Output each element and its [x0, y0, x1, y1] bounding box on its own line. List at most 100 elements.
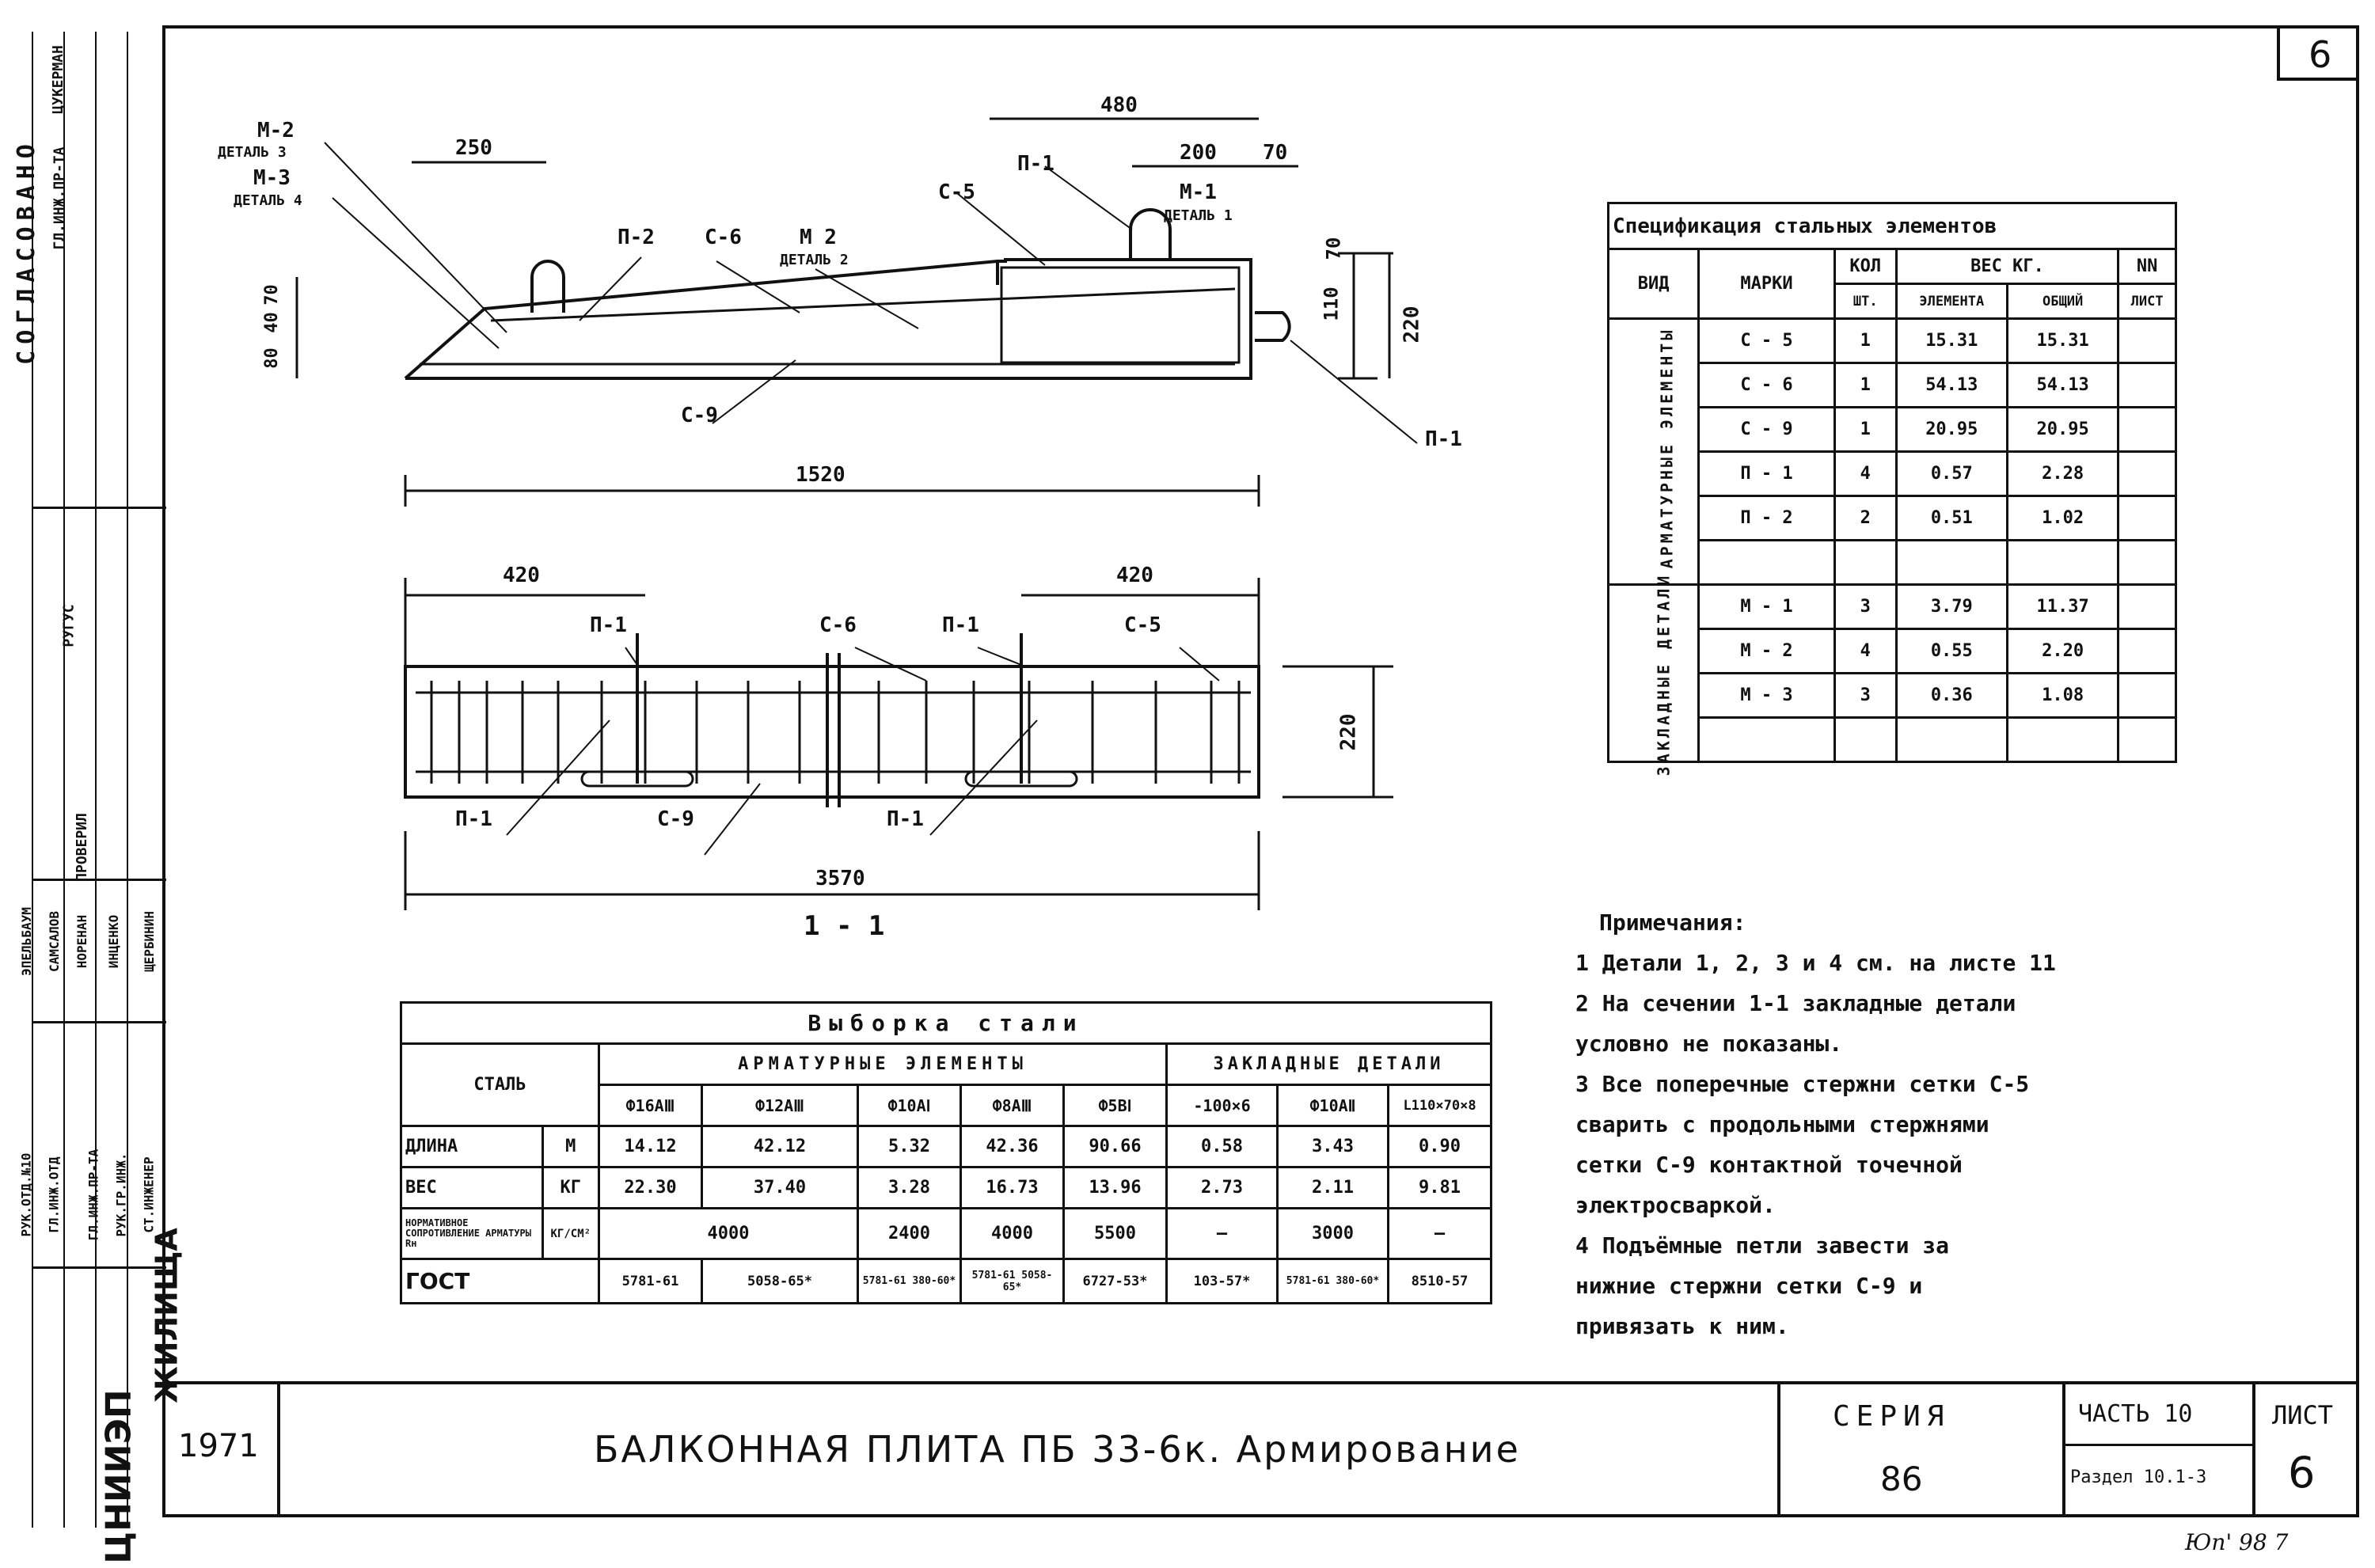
steel-col: Ф10АⅡ — [1276, 1084, 1389, 1127]
steel-gost-b: 5058-65* — [701, 1258, 859, 1304]
spec-qty: 4 — [1833, 628, 1898, 674]
note-line: сетки С-9 контактной точечной — [1575, 1152, 1963, 1178]
dim-80: 80 — [261, 347, 282, 369]
steel-table: Выборка стали СТАЛЬ АРМАТУРНЫЕ ЭЛЕМЕНТЫ … — [400, 1001, 1492, 1304]
steel-gost-a: 5781-61 — [598, 1258, 703, 1304]
dim-420-right: 420 — [1116, 564, 1153, 587]
spec-mark: П - 2 — [1697, 495, 1836, 541]
spec-w-el: 20.95 — [1894, 406, 2008, 453]
label-p1-top: П-1 — [1017, 152, 1054, 176]
detail-m1 — [1255, 311, 1291, 342]
dim-200: 200 — [1180, 141, 1217, 165]
plan-outline — [404, 665, 1260, 799]
label-c9-top: С-9 — [681, 404, 718, 427]
dim-3570: 3570 — [815, 867, 865, 890]
spec-mark: С - 9 — [1697, 406, 1836, 453]
steel-gost-label: ГОСТ — [400, 1258, 600, 1304]
steel-gost: 5781-61 5058-65* — [960, 1258, 1065, 1304]
spec-sheet — [2117, 317, 2177, 364]
steel-length: 5.32 — [857, 1125, 962, 1168]
spec-w-total: 1.02 — [2005, 495, 2120, 541]
steel-weight: 16.73 — [960, 1166, 1065, 1209]
spec-mark: С - 6 — [1697, 362, 1836, 408]
dim-420-left: 420 — [503, 564, 540, 587]
dim-220-plan: 220 — [1336, 713, 1361, 751]
label-m2b: М 2 — [800, 226, 837, 249]
spec-empty — [1833, 539, 1898, 586]
steel-col: Ф5ВⅠ — [1062, 1084, 1168, 1127]
spec-w-total: 2.20 — [2005, 628, 2120, 674]
title-divider — [2062, 1384, 2065, 1517]
spec-sheet — [2117, 450, 2177, 497]
steel-gost: 103-57* — [1165, 1258, 1279, 1304]
spec-w-total: 1.08 — [2005, 672, 2120, 719]
stamp-line — [32, 879, 166, 881]
label-m3-detail: ДЕТАЛЬ 4 — [234, 192, 302, 209]
spec-group2: ЗАКЛАДНЫЕ ДЕТАЛИ — [1654, 572, 1674, 776]
spec-qty: 4 — [1833, 450, 1898, 497]
plan-stirrups — [430, 681, 1241, 784]
spec-sheet — [2117, 495, 2177, 541]
label-c5-top: С-5 — [938, 180, 975, 204]
steel-weight: 22.30 — [598, 1166, 703, 1209]
label-m2b-detail: ДЕТАЛЬ 2 — [780, 252, 849, 268]
spec-empty — [2117, 539, 2177, 586]
spec-empty — [1894, 539, 2008, 586]
steel-length: 90.66 — [1062, 1125, 1168, 1168]
steel-norm-e: — — [1165, 1207, 1279, 1260]
spec-qty: 2 — [1833, 495, 1898, 541]
label-m1-detail: ДЕТАЛЬ 1 — [1164, 207, 1233, 224]
steel-norm-unit: КГ/СМ² — [541, 1207, 601, 1260]
title-section-label: Раздел 10.1-3 — [2070, 1467, 2207, 1487]
spec-w-el: 15.31 — [1894, 317, 2008, 364]
steel-length: 3.43 — [1276, 1125, 1389, 1168]
steel-col: -100×6 — [1165, 1084, 1279, 1127]
steel-col: Ф12АⅢ — [701, 1084, 859, 1127]
label-c5-plan: С-5 — [1124, 613, 1161, 637]
steel-weight-label: ВЕС — [400, 1166, 544, 1209]
slab-outline — [404, 258, 1252, 380]
stamp-line — [32, 1266, 166, 1269]
steel-length: 0.90 — [1387, 1125, 1492, 1168]
label-p1-plan-d: П-1 — [887, 807, 924, 831]
spec-empty — [1697, 539, 1836, 586]
steel-norm-c: 4000 — [960, 1207, 1065, 1260]
spec-mark: М - 1 — [1697, 583, 1836, 630]
steel-length-label: ДЛИНА — [400, 1125, 544, 1168]
steel-gost: 5781-61 380-60* — [1276, 1258, 1389, 1304]
label-c6-plan: С-6 — [819, 613, 857, 637]
title-sheet-value: 6 — [2288, 1448, 2316, 1498]
label-m2: М-2 — [257, 119, 294, 142]
spec-w-total: 2.28 — [2005, 450, 2120, 497]
title-block: 1971 БАЛКОННАЯ ПЛИТА ПБ 33-6к. Армирован… — [162, 1381, 2359, 1517]
steel-weight: 37.40 — [701, 1166, 859, 1209]
spec-w-el: 0.57 — [1894, 450, 2008, 497]
spec-w-total: 11.37 — [2005, 583, 2120, 630]
spec-w-el: 54.13 — [1894, 362, 2008, 408]
steel-group-emb: ЗАКЛАДНЫЕ ДЕТАЛИ — [1165, 1042, 1492, 1086]
spec-empty — [1697, 716, 1836, 763]
title-divider — [2252, 1384, 2255, 1517]
steel-weight-unit: КГ — [541, 1166, 601, 1209]
title-text: БАЛКОННАЯ ПЛИТА ПБ 33-6к. Армирование — [594, 1428, 1521, 1471]
spec-sheet — [2117, 628, 2177, 674]
note-line: условно не показаны. — [1575, 1031, 1843, 1057]
steel-col: Ф16АⅢ — [598, 1084, 703, 1127]
title-series-label: СЕРИЯ — [1833, 1400, 1951, 1433]
steel-title: Выборка стали — [400, 1001, 1492, 1045]
spec-head-sheet: NN — [2117, 248, 2177, 285]
note-line: 2 На сечении 1-1 закладные детали — [1575, 990, 2016, 1016]
dim-250: 250 — [455, 136, 492, 160]
steel-col-steel: СТАЛЬ — [400, 1042, 600, 1127]
section-name: 1 - 1 — [804, 910, 885, 942]
label-p1-plan-b: П-1 — [942, 613, 979, 637]
steel-gost: 5781-61 380-60* — [857, 1258, 962, 1304]
spec-qty: 3 — [1833, 583, 1898, 630]
loop-p1 — [1129, 208, 1172, 261]
sheet-corner-box: 6 — [2277, 25, 2359, 81]
stamp-lines — [32, 32, 33, 1528]
dim-480: 480 — [1100, 93, 1138, 117]
stamp-line — [32, 507, 166, 509]
note-line: электросваркой. — [1575, 1192, 1776, 1218]
